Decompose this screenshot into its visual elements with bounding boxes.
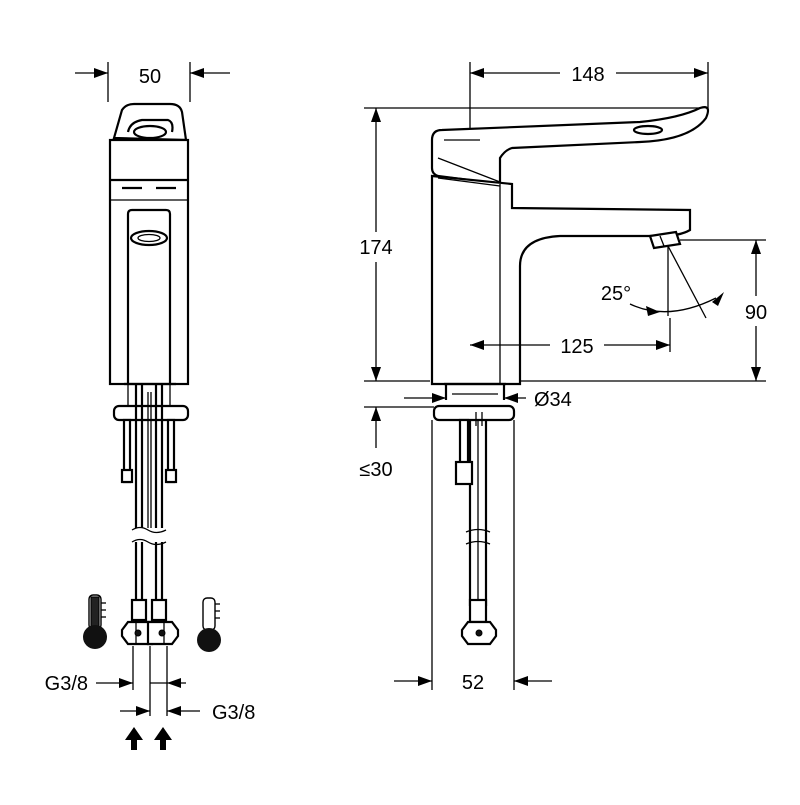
dim-label-width: 50 [139,66,161,88]
dim-height: 174 [359,107,700,382]
dim-thread-right: G3/8 [120,690,255,724]
cold-water-thermometer-icon [197,597,221,652]
dim-label-thread-left: G3/8 [45,673,88,695]
hot-water-thermometer-icon [83,594,107,649]
dim-angle: 25° [601,245,724,319]
dim-label-base-width: 52 [462,672,484,694]
dim-label-angle: 25° [601,283,631,305]
side-view: 148 174 90 [359,62,767,694]
dim-label-length: 148 [571,64,604,86]
dim-width-front: 50 [75,62,230,102]
inflow-arrow-icon [125,727,172,750]
dim-label-max-thickness: ≤30 [359,459,392,481]
dim-reach: 125 [470,318,671,358]
dim-label-diameter: Ø34 [534,389,572,411]
dim-base-width: 52 [394,420,552,694]
dim-label-reach: 125 [560,336,593,358]
dim-max-thickness: ≤30 [359,406,434,481]
front-body [108,138,190,386]
dim-label-spout-height: 90 [745,302,767,324]
dim-label-height: 174 [359,237,392,259]
dim-label-thread-right: G3/8 [212,702,255,724]
dim-diameter: Ø34 [404,389,572,411]
dim-thread-left: G3/8 [45,646,186,716]
front-view: 50 [45,62,255,750]
dim-spout-height: 90 [520,239,767,382]
